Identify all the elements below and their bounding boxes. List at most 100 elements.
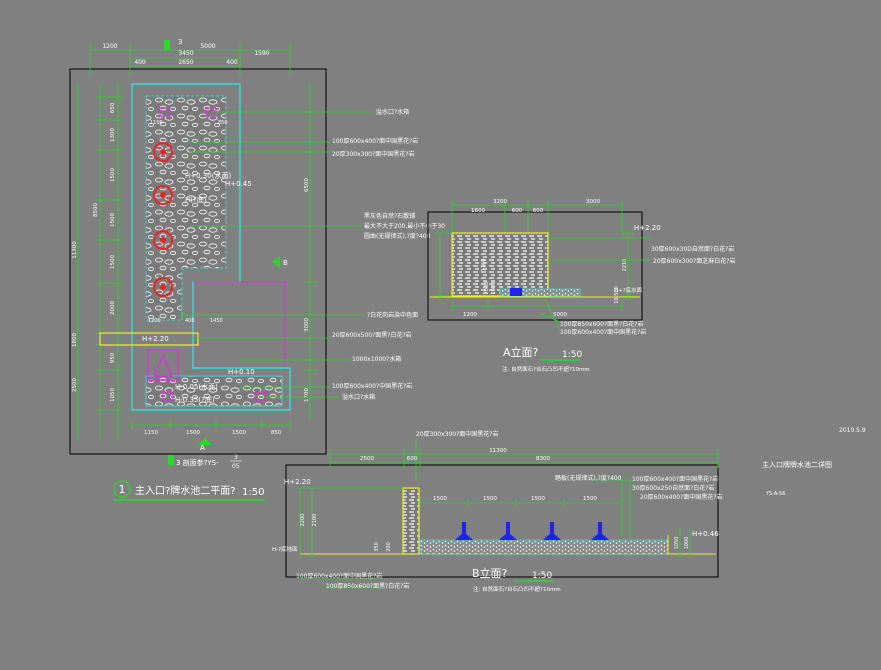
elev-a-left-dimensions bbox=[435, 232, 452, 300]
level-top: H+0.45 bbox=[225, 180, 252, 188]
elev-b-callout-bottom-2: 100厚850x600?面黑?白花?岩 bbox=[326, 582, 409, 590]
plan-title: 主入口?牌水池二平面? bbox=[135, 484, 236, 497]
elev-b-title: B立面? bbox=[472, 566, 508, 580]
elev-b-dim-top-2: 600 bbox=[407, 456, 418, 462]
plan-dim-top-4: 1590 bbox=[254, 50, 269, 57]
plan-dim-top-5: 2650 bbox=[178, 59, 193, 66]
plan-title-bubble bbox=[113, 480, 131, 498]
drain-1 bbox=[159, 107, 171, 117]
jet-4 bbox=[591, 522, 609, 540]
drain-3 bbox=[162, 391, 174, 401]
elev-a-note: 注: 自然面石?台石凸凹不超?10mm bbox=[502, 365, 590, 373]
elev-b-left-dimensions bbox=[295, 487, 403, 558]
level-mid: H+2.20 bbox=[142, 335, 169, 343]
sheet-info: 2010.5.9 主入口牌牌水池二详图 YS-A-56 bbox=[762, 427, 866, 497]
plan-dim-top-7: 400 bbox=[226, 59, 238, 66]
plan-dim-top-6: 400 bbox=[134, 59, 146, 66]
plan-dim-left-9: 1050 bbox=[110, 388, 116, 402]
plan-callout-5: 最大不大于200,最小不小于30 bbox=[364, 222, 445, 230]
pool-inner-stones bbox=[145, 95, 227, 321]
elev-b-callout-right-1: 踏板(无规律式),?度?400 bbox=[555, 474, 622, 482]
section-b-arrow bbox=[272, 256, 280, 268]
plan-frame bbox=[69, 68, 327, 455]
plan-dim-right-1: 6500 bbox=[304, 178, 310, 192]
elev-b-span-2: 1500 bbox=[483, 496, 497, 502]
plan-callout-4: 黑灰色自然?石散铺 bbox=[364, 212, 415, 220]
plan-callout-6: 圆曲(无规律式),?度?400 bbox=[364, 232, 431, 240]
elev-b-dim-mid-2: 200 bbox=[386, 542, 392, 552]
jet-2 bbox=[499, 522, 517, 540]
level-low: H+0.10 bbox=[228, 368, 255, 376]
elev-a-dim-left-3: 1080 bbox=[491, 282, 497, 295]
elev-a-dim-right-1: 2210 bbox=[622, 259, 628, 272]
elev-b-level-top: H+2.20 bbox=[284, 478, 311, 486]
elev-a-dim-top-1: 1600 bbox=[471, 208, 485, 214]
sheet-title: 主入口牌牌水池二详图 bbox=[762, 460, 832, 469]
elevation-b: 20厚300x300?面中国黑花?岩 11300 2500 600 8300 1… bbox=[272, 430, 722, 593]
elev-a-frame bbox=[427, 211, 643, 321]
plan-dim-left-2: 1300 bbox=[110, 128, 116, 142]
elev-a-nozzle bbox=[510, 288, 522, 296]
elev-b-dim-top-3: 8300 bbox=[536, 456, 550, 462]
elev-a-callout-2: 20厚600x300?面芝麻白花?岩 bbox=[653, 257, 735, 265]
nozzle-2 bbox=[153, 185, 173, 205]
elev-a-leader-lines bbox=[539, 237, 651, 331]
nozzle-3 bbox=[153, 230, 173, 250]
elev-b-dim-left-1: 2200 bbox=[300, 514, 306, 527]
jet-3 bbox=[543, 522, 561, 540]
plan-view: 1200 3450 5000 1590 2650 400 400 3 6 bbox=[69, 38, 445, 501]
magenta-wall-outline bbox=[193, 281, 286, 365]
elev-a-dim-top-total: 3200 bbox=[493, 199, 507, 205]
elev-a-dim-right-2: 10,500 bbox=[614, 286, 620, 304]
plan-top-dimensions bbox=[89, 44, 291, 75]
elev-a-level-top: H+2.20 bbox=[634, 224, 661, 232]
elev-b-dim-left-2: 2100 bbox=[312, 514, 318, 527]
section-a-label: A bbox=[200, 444, 205, 452]
plan-title-number: 1 bbox=[119, 483, 126, 496]
section-marker-top: 3 bbox=[164, 38, 182, 50]
plan-dim-bottom-1: 1150 bbox=[144, 430, 158, 436]
elev-a-dim-left-1: 1760 bbox=[481, 259, 487, 272]
plan-bottom-dimensions bbox=[131, 420, 291, 430]
plan-title-scale: 1:50 bbox=[242, 487, 264, 498]
elev-a-bottom-dimensions bbox=[451, 301, 623, 311]
fountain-nozzles bbox=[153, 142, 173, 297]
elevation-a: 3200 1600 600 600 3000 1760 2080 1080 22… bbox=[427, 199, 735, 373]
plan-callout-7: ?白花岗岩染中色面 bbox=[367, 311, 418, 319]
plan-right-dimensions bbox=[303, 82, 318, 420]
elev-b-dim-right-2: 1000 bbox=[684, 537, 690, 550]
plan-dim-top-1: 1200 bbox=[102, 43, 117, 50]
jet-1 bbox=[455, 522, 473, 540]
plan-dim-left-total-2: 11300 bbox=[72, 241, 78, 259]
elev-b-callout-bottom-1: 100厚600x400?面中国黑花?岩 bbox=[296, 572, 382, 580]
level-water2: H-0.05(水面) bbox=[175, 382, 218, 391]
drain-symbols bbox=[159, 107, 266, 401]
elev-b-frame bbox=[285, 464, 719, 578]
drain-4 bbox=[254, 391, 266, 401]
plan-callout-10: 100厚600x400?中国黑花?岩 bbox=[332, 382, 412, 390]
elev-a-right-dimensions bbox=[622, 232, 634, 300]
triangle-symbol bbox=[153, 353, 173, 377]
plan-dim-left-5: 1500 bbox=[110, 255, 116, 269]
nozzle-4 bbox=[153, 277, 173, 297]
plan-dim-left-3: 1500 bbox=[110, 168, 116, 182]
elev-b-top-dimensions bbox=[329, 449, 719, 468]
elev-a-level-low: H+?底水面 bbox=[614, 286, 643, 294]
plan-dim-left-total-1: 8500 bbox=[93, 203, 99, 217]
pool-lower-stones bbox=[145, 375, 283, 407]
elev-b-span-4: 1500 bbox=[583, 496, 597, 502]
elev-b-span-3: 1500 bbox=[531, 496, 545, 502]
elev-b-dim-top-total: 11300 bbox=[489, 448, 507, 454]
plan-dim-inner-1: 1100 bbox=[150, 120, 163, 126]
section-ref-flag bbox=[168, 455, 174, 465]
elev-a-top-dimensions bbox=[451, 200, 623, 232]
elev-a-dim-top-3: 600 bbox=[533, 208, 544, 214]
sheet-date: 2010.5.9 bbox=[839, 427, 866, 434]
pool-outer-outline bbox=[131, 83, 291, 411]
plan-callout-11: 溢水口?水箱 bbox=[342, 393, 375, 401]
section-ref-den: 05 bbox=[232, 463, 240, 470]
plan-dim-inner-2: 850 bbox=[218, 120, 228, 126]
plan-callout-2: 100厚600x400?面中国黑花?岩 bbox=[332, 137, 418, 145]
elev-b-callout-right-3: 30厚600x250自然面?白花?岩 bbox=[632, 484, 714, 492]
